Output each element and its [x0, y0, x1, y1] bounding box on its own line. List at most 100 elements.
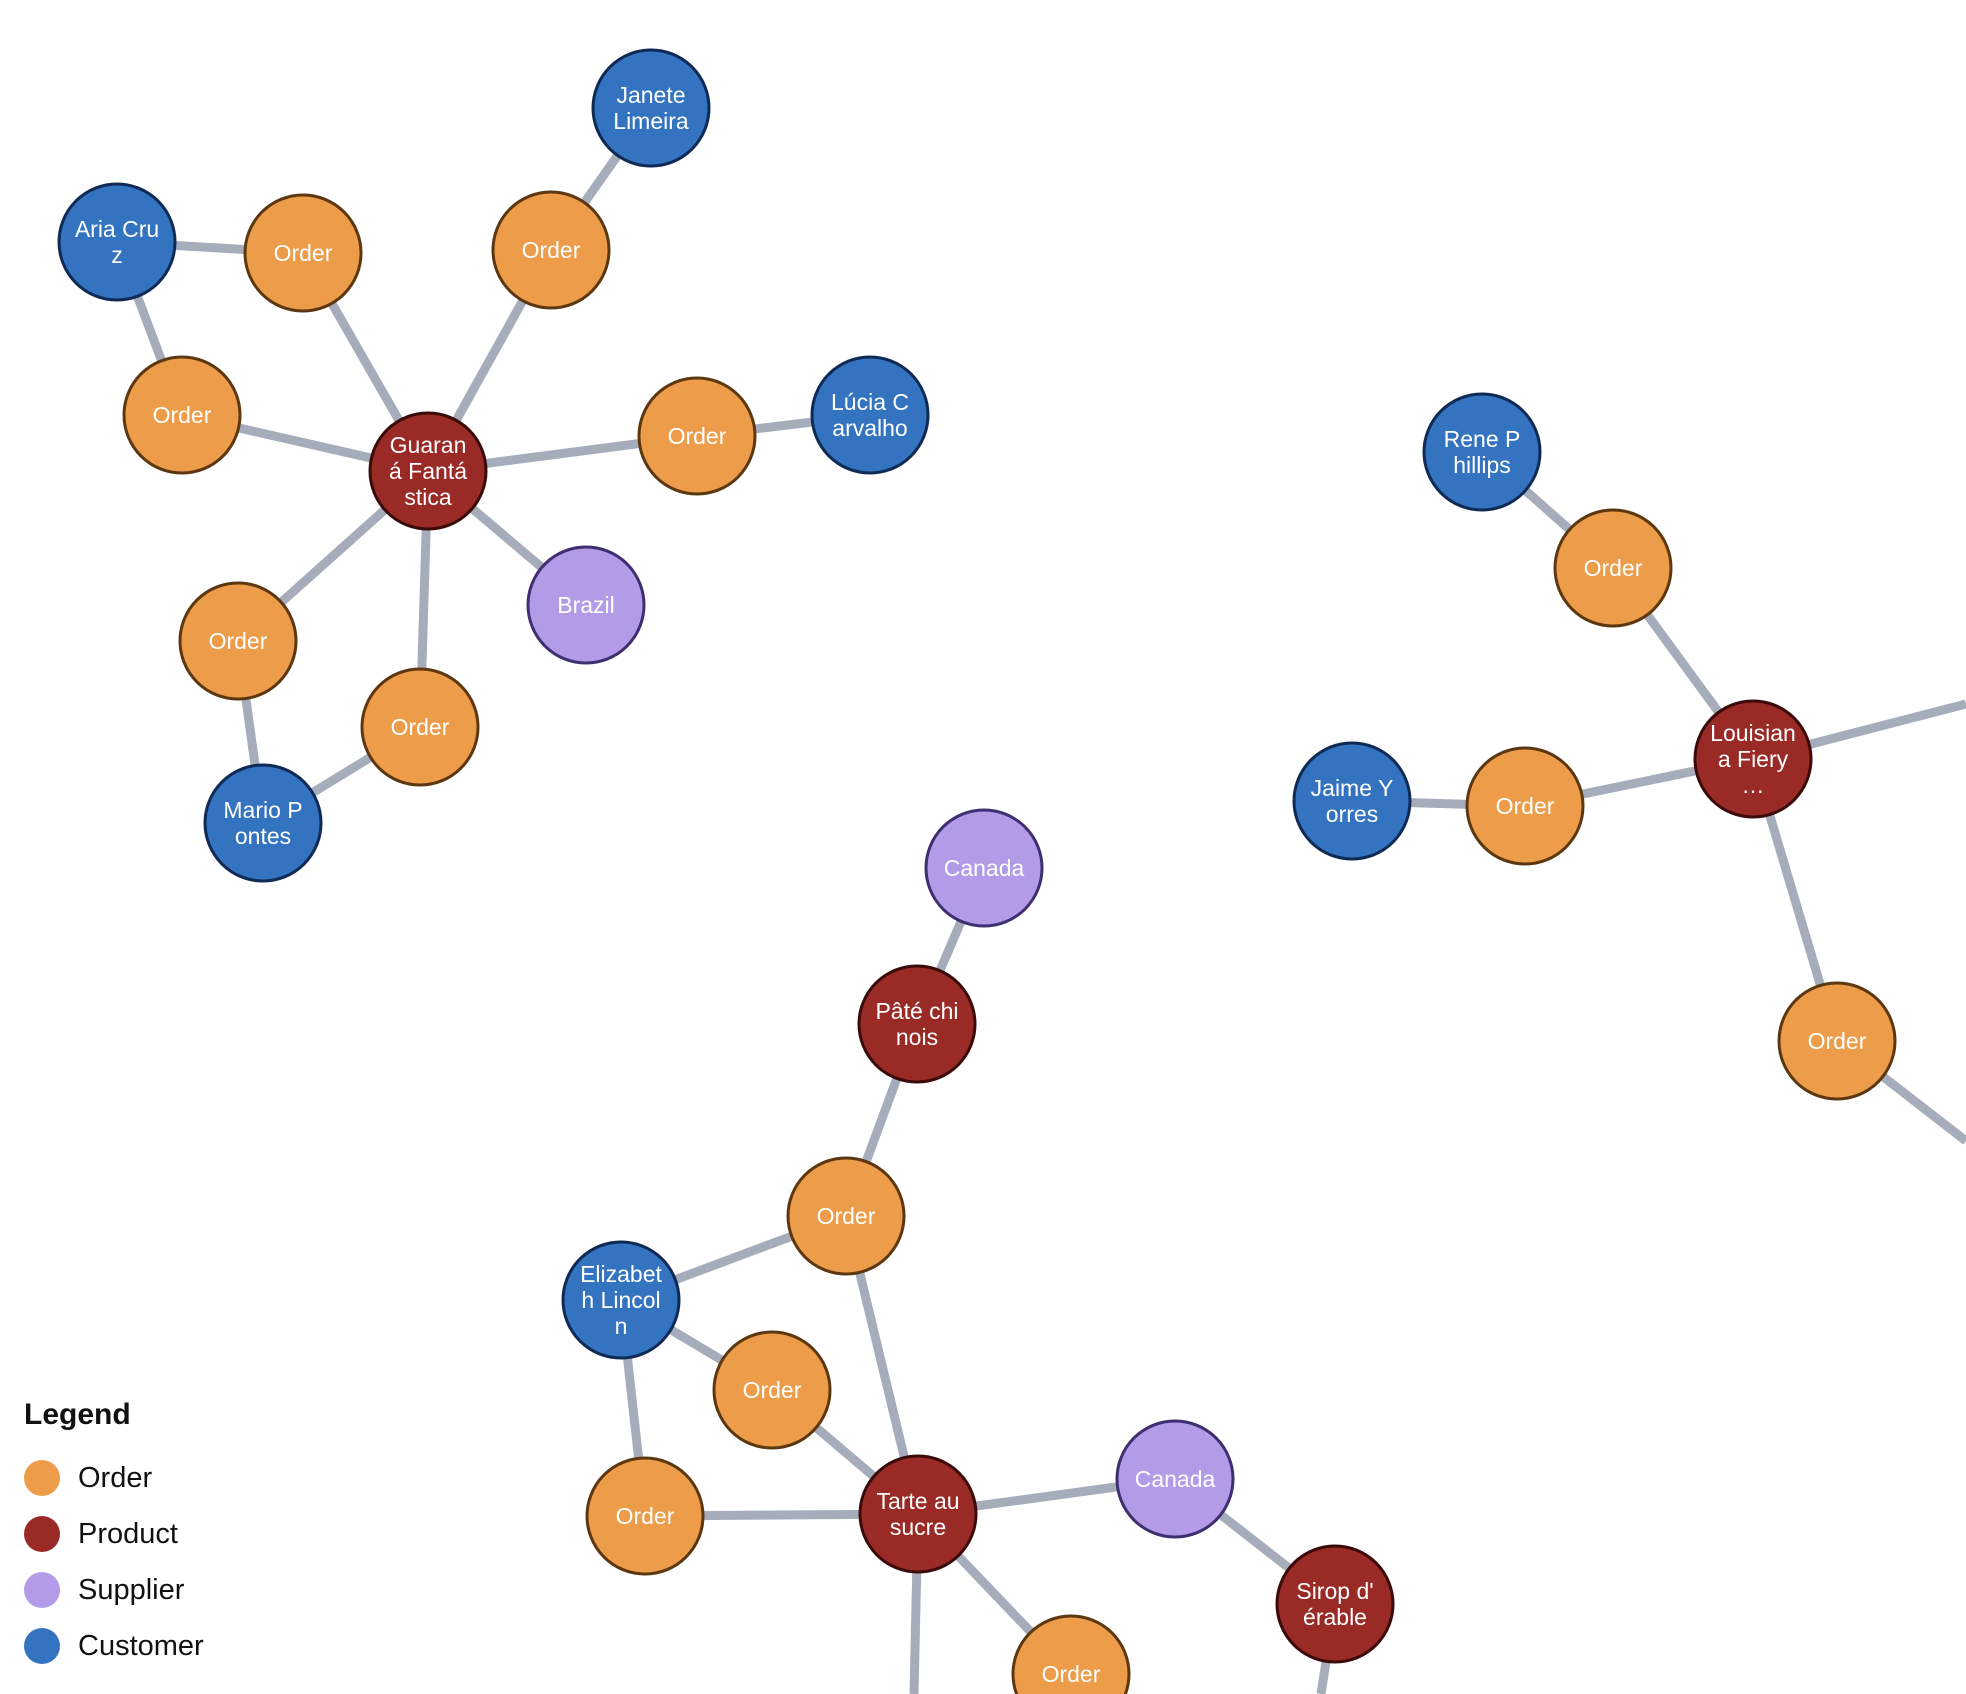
node-o-1[interactable]: Order: [243, 193, 363, 313]
legend: Legend Order Product Supplier Customer: [24, 1398, 284, 1674]
node-label: Rene P: [1444, 426, 1521, 452]
node-label: Lúcia C: [831, 389, 909, 415]
node-o-7[interactable]: Order: [1553, 508, 1673, 628]
node-label: Order: [1042, 1661, 1101, 1687]
legend-item-product: Product: [24, 1506, 284, 1562]
node-o-12[interactable]: Order: [585, 1456, 705, 1576]
order-node-circle[interactable]: [637, 376, 757, 496]
order-node-circle[interactable]: [786, 1156, 906, 1276]
customer-node-circle[interactable]: [203, 763, 323, 883]
node-o-3[interactable]: Order: [122, 355, 242, 475]
node-label: hillips: [1453, 452, 1511, 478]
order-node-circle[interactable]: [243, 193, 363, 313]
order-node-circle[interactable]: [360, 667, 480, 787]
legend-label-order: Order: [78, 1461, 153, 1494]
node-label: Order: [616, 1503, 675, 1529]
node-label: Tarte au: [876, 1488, 959, 1514]
node-label: Elizabet: [580, 1261, 662, 1287]
customer-node-circle[interactable]: [1422, 392, 1542, 512]
node-label: Order: [391, 714, 450, 740]
node-label: Order: [274, 240, 333, 266]
node-label: Aria Cru: [75, 216, 159, 242]
order-node-circle[interactable]: [1553, 508, 1673, 628]
product-node-circle[interactable]: [858, 1454, 978, 1574]
order-node-circle[interactable]: [178, 581, 298, 701]
node-label: stica: [404, 484, 452, 510]
node-label: orres: [1326, 801, 1378, 827]
node-label: érable: [1303, 1604, 1367, 1630]
node-o-8[interactable]: Order: [1465, 746, 1585, 866]
node-label: Brazil: [557, 592, 615, 618]
order-node-circle[interactable]: [1465, 746, 1585, 866]
order-node-circle[interactable]: [585, 1456, 705, 1576]
node-o-2[interactable]: Order: [491, 190, 611, 310]
customer-node-circle[interactable]: [591, 48, 711, 168]
supplier-node-circle[interactable]: [924, 808, 1044, 928]
node-label: Order: [668, 423, 727, 449]
node-label: Canada: [944, 855, 1025, 881]
order-node-circle[interactable]: [712, 1330, 832, 1450]
customer-node-circle[interactable]: [561, 1240, 681, 1360]
node-o-9[interactable]: Order: [1777, 981, 1897, 1101]
node-label: Order: [1496, 793, 1555, 819]
product-node-circle[interactable]: [1693, 699, 1813, 819]
legend-item-supplier: Supplier: [24, 1562, 284, 1618]
node-label: á Fantá: [389, 458, 467, 484]
node-label: Jaime Y: [1311, 775, 1394, 801]
product-swatch-icon: [24, 1516, 60, 1552]
node-o-6[interactable]: Order: [360, 667, 480, 787]
node-s-canada-1[interactable]: Canada: [924, 808, 1044, 928]
node-label: nois: [896, 1024, 938, 1050]
node-o-11[interactable]: Order: [712, 1330, 832, 1450]
node-label: …: [1742, 772, 1765, 798]
node-label: Order: [209, 628, 268, 654]
node-o-4[interactable]: Order: [637, 376, 757, 496]
node-label: Order: [1808, 1028, 1867, 1054]
customer-node-circle[interactable]: [810, 355, 930, 475]
order-swatch-icon: [24, 1460, 60, 1496]
product-node-circle[interactable]: [368, 411, 488, 531]
node-label: Sirop d': [1296, 1578, 1373, 1604]
customer-node-circle[interactable]: [1292, 741, 1412, 861]
order-node-circle[interactable]: [1011, 1614, 1131, 1694]
order-node-circle[interactable]: [1777, 981, 1897, 1101]
node-label: Canada: [1135, 1466, 1216, 1492]
supplier-node-circle[interactable]: [526, 545, 646, 665]
customer-swatch-icon: [24, 1628, 60, 1664]
customer-node-circle[interactable]: [57, 182, 177, 302]
node-label: Guaran: [390, 432, 467, 458]
node-label: Order: [743, 1377, 802, 1403]
node-o-10[interactable]: Order: [786, 1156, 906, 1276]
node-s-canada-2[interactable]: Canada: [1115, 1419, 1235, 1539]
product-node-circle[interactable]: [857, 964, 977, 1084]
product-node-circle[interactable]: [1275, 1544, 1395, 1664]
node-o-5[interactable]: Order: [178, 581, 298, 701]
order-node-circle[interactable]: [491, 190, 611, 310]
node-label: a Fiery: [1718, 746, 1789, 772]
node-label: h Lincol: [581, 1287, 660, 1313]
node-label: z: [111, 242, 123, 268]
node-o-13[interactable]: Order: [1011, 1614, 1131, 1694]
node-s-brazil[interactable]: Brazil: [526, 545, 646, 665]
supplier-swatch-icon: [24, 1572, 60, 1608]
supplier-node-circle[interactable]: [1115, 1419, 1235, 1539]
node-label: Mario P: [223, 797, 302, 823]
legend-title: Legend: [24, 1398, 131, 1431]
node-p-sirop[interactable]: Sirop d'érable: [1275, 1544, 1395, 1664]
node-label: Order: [522, 237, 581, 263]
order-node-circle[interactable]: [122, 355, 242, 475]
node-label: arvalho: [832, 415, 907, 441]
